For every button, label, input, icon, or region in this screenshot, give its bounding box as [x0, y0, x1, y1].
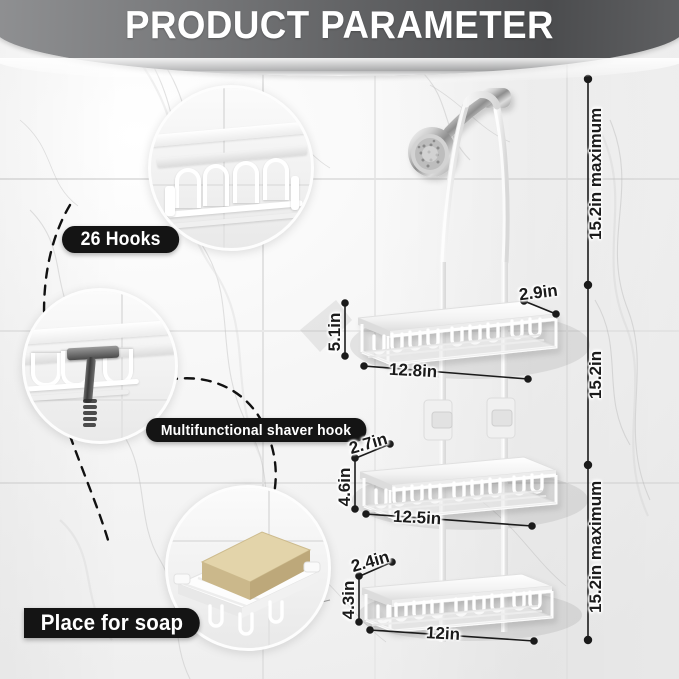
callout-label-hooks: 26 Hooks — [62, 226, 180, 253]
dimension-vertical-top: 15.2in maximum — [586, 107, 605, 240]
inset-photo-shaver-hook — [22, 288, 178, 444]
dimension-top-shelf-height: 5.1in — [325, 312, 344, 352]
callout-text: Multifunctional shaver hook — [160, 421, 352, 439]
dimension-top-shelf-width: 12.8in — [388, 359, 438, 382]
caddy-top-hook — [462, 91, 501, 110]
top-shelf-basket — [357, 300, 558, 366]
dimension-middle-shelf-width: 12.5in — [392, 506, 442, 529]
shower-head — [408, 88, 511, 177]
soap-bar — [200, 531, 312, 600]
bottom-shelf-basket — [361, 573, 554, 633]
inset-hooks-artwork — [151, 88, 311, 248]
dimension-middle-shelf-height: 4.6in — [335, 467, 354, 507]
page-title: PRODUCT PARAMETER — [125, 4, 554, 47]
callout-label-shaver: Multifunctional shaver hook — [146, 418, 367, 442]
tile-grout-horizontal — [0, 482, 679, 484]
callout-label-soap: Place for soap — [24, 608, 200, 638]
dimension-bottom-shelf-height: 4.3in — [339, 580, 358, 620]
dimension-bottom-shelf-width: 12in — [425, 623, 461, 644]
tile-grout-horizontal — [0, 330, 679, 332]
tile-grout-vertical — [566, 0, 568, 679]
callout-text: 26 Hooks — [80, 228, 161, 250]
dimension-vertical-middle: 15.2in — [586, 350, 605, 400]
tile-grout-vertical — [262, 0, 264, 679]
callout-text: Place for soap — [40, 610, 184, 635]
middle-shelf-basket — [359, 456, 558, 520]
caddy-vertical-rods — [439, 262, 508, 642]
inset-shaver-artwork — [25, 291, 175, 441]
inset-photo-hooks — [148, 85, 314, 251]
tile-grout-horizontal — [0, 178, 679, 180]
dimension-vertical-bottom: 15.2in maximum — [586, 480, 605, 613]
wall-mount-pads — [423, 397, 516, 441]
